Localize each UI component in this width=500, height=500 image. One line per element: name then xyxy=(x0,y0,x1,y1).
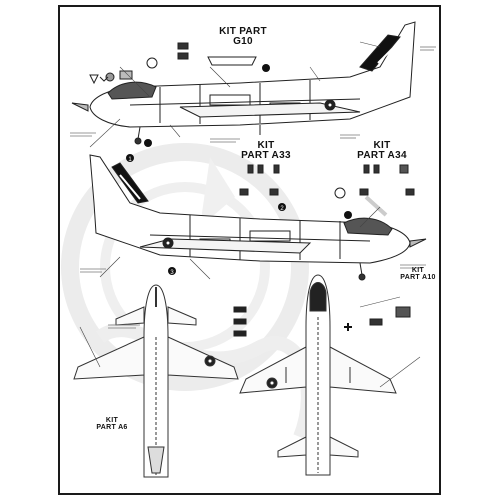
aircraft-line-drawings xyxy=(70,21,436,478)
side-view-aircraft-top xyxy=(71,21,416,145)
small-print-placards xyxy=(70,46,436,329)
kit-label-a34: KIT PART A34 xyxy=(350,141,414,161)
callout-leader-lines xyxy=(79,41,421,388)
decal-instruction-sheet: 1 2 3 KIT PART G10 KIT PART A33 KIT PART… xyxy=(58,5,441,495)
kit-label-line2: PART A10 xyxy=(400,274,436,281)
kit-label-a6: KIT PART A6 xyxy=(90,417,134,431)
callout-badge-3: 3 xyxy=(168,267,176,276)
kit-label-line2: PART A33 xyxy=(241,150,291,161)
callout-badge-2: 2 xyxy=(278,203,286,212)
kit-label-line1: KIT PART xyxy=(219,26,267,37)
kit-label-line1: KIT xyxy=(257,140,275,151)
svg-text:3: 3 xyxy=(170,270,174,276)
kit-label-a33: KIT PART A33 xyxy=(236,141,296,161)
planform-aircraft-right xyxy=(239,274,397,476)
small-decal-details xyxy=(89,42,415,337)
kit-label-line1: KIT xyxy=(373,140,391,151)
kit-label-line2: PART A34 xyxy=(357,150,407,161)
kit-label-line2: PART A6 xyxy=(96,424,128,431)
side-view-aircraft-middle xyxy=(89,154,427,281)
kit-label-line2: G10 xyxy=(233,36,253,47)
svg-text:2: 2 xyxy=(280,206,284,212)
kit-label-line1: KIT xyxy=(411,267,425,274)
kit-label-g10: KIT PART G10 xyxy=(218,27,268,47)
kit-label-a10: KIT PART A10 xyxy=(396,267,439,281)
callout-badge-1: 1 xyxy=(126,154,134,163)
callout-badge-extra xyxy=(144,64,352,219)
callout-badges: 1 2 3 xyxy=(126,64,352,276)
planform-aircraft-left xyxy=(73,284,239,478)
kit-label-line1: KIT xyxy=(105,417,119,424)
svg-text:1: 1 xyxy=(128,157,132,163)
